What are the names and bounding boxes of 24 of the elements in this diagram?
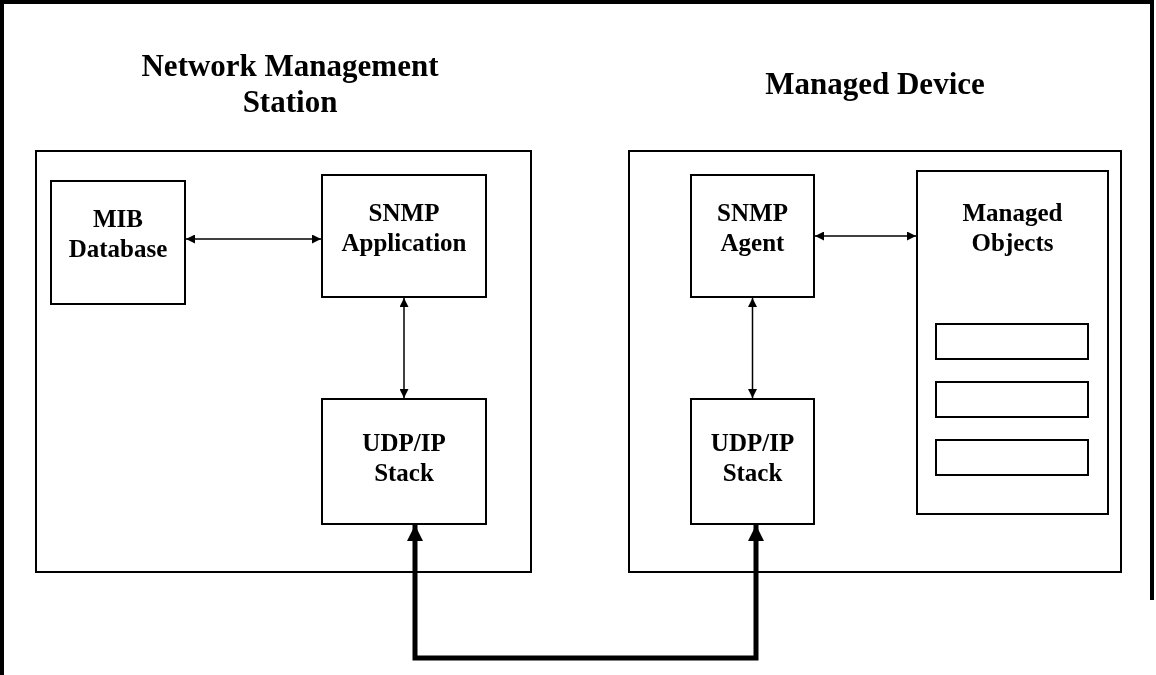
component-box [690,398,815,525]
box-label: Managed Objects [961,198,1064,258]
component-box [50,180,186,305]
double-arrow [399,297,409,399]
component-box [690,174,815,298]
box-label: SNMP Agent [716,198,789,258]
group-container [35,150,532,573]
component-box [321,174,487,298]
group-container [628,150,1122,573]
component-box [321,398,487,525]
double-arrow [748,297,757,399]
double-arrow [814,231,917,241]
section-heading: Managed Device [764,66,986,102]
box-label: MIB Database [67,204,169,264]
double-arrow [185,234,322,244]
object-slot [935,439,1089,476]
network-link-arrow [407,525,764,661]
object-slot [935,323,1089,360]
box-label: UDP/IP Stack [709,428,796,488]
object-slot [935,381,1089,418]
section-heading: Network Management Station [140,48,440,120]
box-label: UDP/IP Stack [361,428,447,488]
box-label: SNMP Application [340,198,468,258]
component-box [916,170,1109,515]
